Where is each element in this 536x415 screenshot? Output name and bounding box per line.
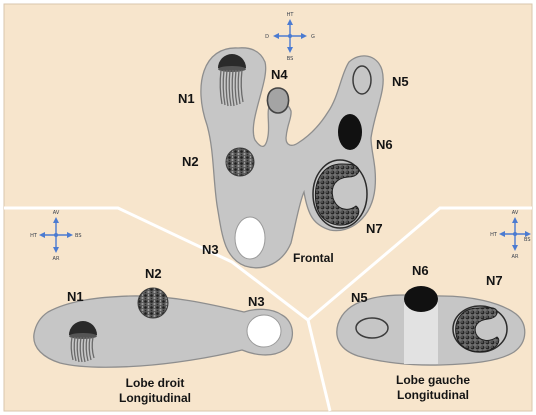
label-frontal-n3: N3 (202, 242, 219, 257)
compass-label-bottom: BS (287, 56, 294, 62)
compass-label-right: BS (75, 233, 82, 239)
label-right-n2: N2 (145, 266, 162, 281)
label-left-n6: N6 (412, 263, 429, 278)
label-frontal-n6: N6 (376, 137, 393, 152)
compass-label-left: HT (490, 232, 498, 238)
label-frontal-n7: N7 (366, 221, 383, 236)
left-lobe-title-line2: Longitudinal (397, 388, 469, 402)
frontal-nodule-n2 (226, 148, 254, 176)
label-frontal-n4: N4 (271, 67, 288, 82)
right-lobe-nodule-n3 (247, 315, 281, 347)
label-left-n5: N5 (351, 290, 368, 305)
right-lobe-title-line1: Lobe droit (126, 376, 185, 390)
compass-label-top: HT (287, 12, 295, 18)
compass-label-top: AV (512, 210, 519, 216)
right-lobe-nodule-n2 (138, 288, 168, 318)
label-frontal-view: Frontal (293, 251, 334, 265)
label-right-n1: N1 (67, 289, 84, 304)
compass-label-right: BS (524, 237, 531, 243)
label-frontal-n2: N2 (182, 154, 199, 169)
left-lobe-nodule-n5 (356, 318, 388, 338)
left-lobe-title-line1: Lobe gauche (396, 373, 470, 387)
compass-label-top: AV (53, 210, 60, 216)
label-frontal-n1: N1 (178, 91, 195, 106)
right-lobe-title-line2: Longitudinal (119, 391, 191, 405)
compass-label-right: G (311, 34, 315, 40)
label-frontal-n5: N5 (392, 74, 409, 89)
label-left-n7: N7 (486, 273, 503, 288)
left-lobe-nodule-n6 (404, 286, 438, 312)
compass-label-left: D (265, 34, 269, 40)
label-right-n3: N3 (248, 294, 265, 309)
frontal-nodule-n4 (267, 88, 288, 113)
compass-label-bottom: AR (53, 256, 60, 262)
frontal-nodule-n5 (353, 66, 371, 94)
frontal-nodule-n3 (235, 217, 265, 259)
frontal-nodule-n6 (338, 114, 362, 150)
compass-label-bottom: AR (512, 254, 519, 260)
compass-label-left: HT (30, 233, 38, 239)
